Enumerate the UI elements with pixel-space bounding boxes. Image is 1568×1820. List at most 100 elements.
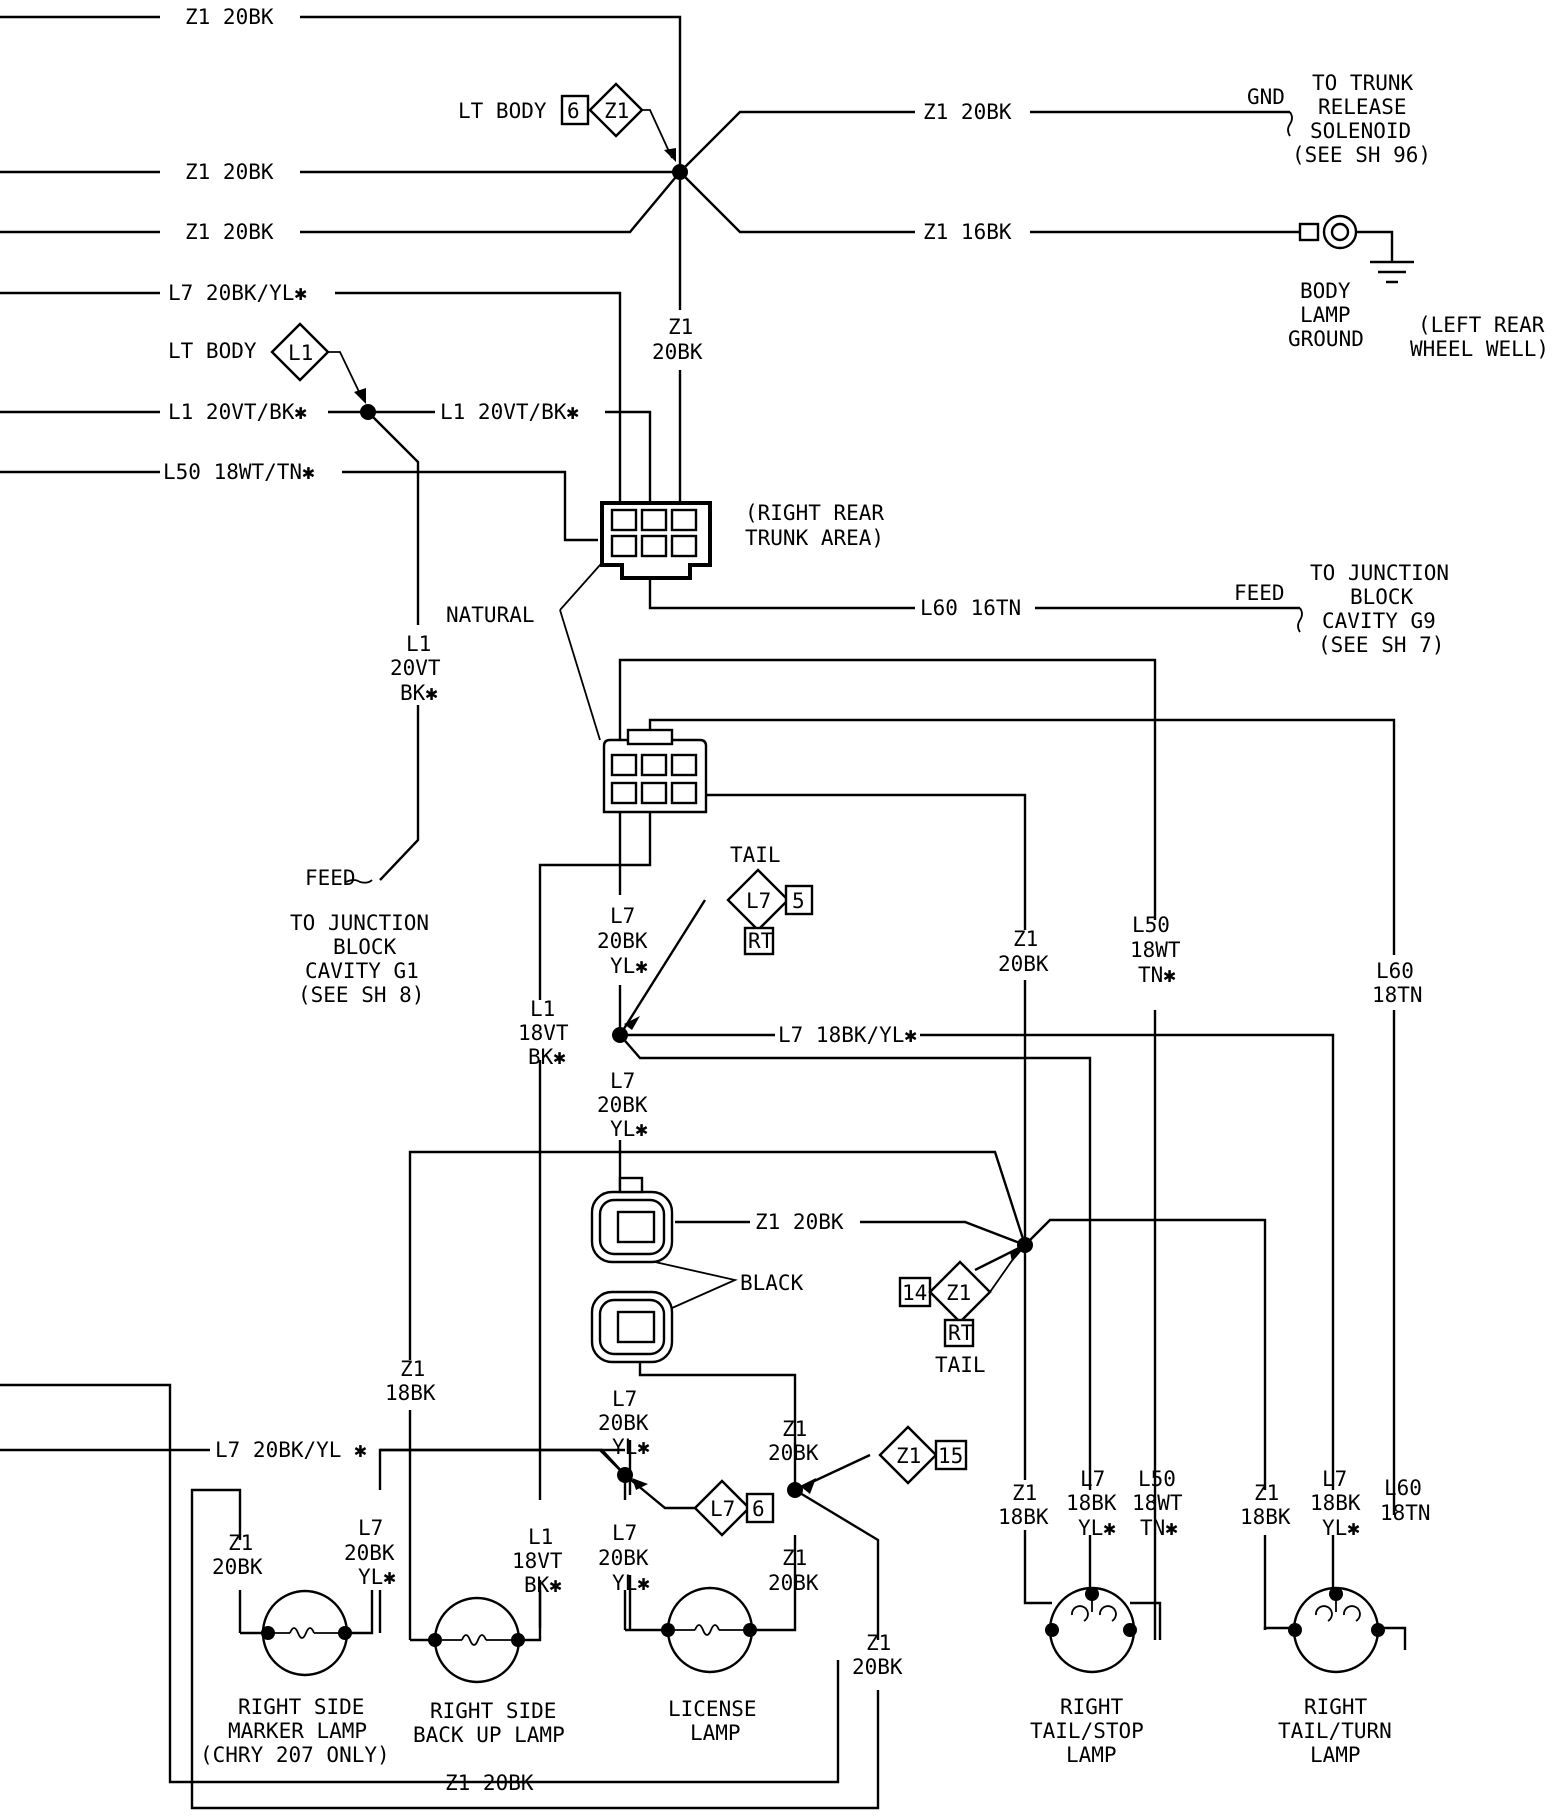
label-vertical-labels-l7: L7 [358, 1516, 383, 1540]
lamp-right-side-marker [261, 1589, 352, 1677]
label-vertical-labels-z1: Z1 [400, 1357, 425, 1381]
label-lamps-turn-3: LAMP [1310, 1743, 1361, 1767]
label-splice-labels-rt: RT [748, 929, 774, 953]
label-wires-l60-16tn: L60 16TN [920, 596, 1021, 620]
label-splice-labels-tail: TAIL [935, 1353, 986, 1377]
label-vertical-labels-tn18: 18TN [1380, 1501, 1431, 1525]
lamp-right-tail-turn [1288, 1586, 1385, 1674]
label-splice-labels-lt-body: LT BODY [458, 99, 547, 123]
label-destinations-wheel-2: WHEEL WELL) [1410, 337, 1549, 361]
label-vertical-labels-bk20: 20BK [598, 1546, 649, 1570]
label-lamps-stop-3: LAMP [1066, 1743, 1117, 1767]
label-destinations-jbg1-4: (SEE SH 8) [298, 983, 424, 1007]
label-destinations-jbg9-2: BLOCK [1350, 585, 1414, 609]
label-vertical-labels-bk18: 18BK [1066, 1491, 1117, 1515]
label-lamps-stop-2: TAIL/STOP [1030, 1719, 1144, 1743]
label-wires-l50-18wt-tn: L50 18WT/TN✱ [163, 460, 315, 484]
label-wires-z1-16bk: Z1 16BK [923, 220, 1012, 244]
label-vertical-labels-wt18: 18WT [1132, 1491, 1183, 1515]
label-destinations-jbg9-1: TO JUNCTION [1310, 561, 1449, 585]
label-vertical-labels-vt20: 20VT [390, 656, 441, 680]
label-destinations-feed: FEED [305, 866, 356, 890]
label-destinations-ground-2: LAMP [1300, 303, 1351, 327]
label-vertical-labels-yl-star: YL✱ [610, 954, 648, 978]
label-vertical-labels-l7: L7 [612, 1521, 637, 1545]
label-vertical-labels-l60: L60 [1384, 1476, 1422, 1500]
label-wires-z1-20bk: Z1 20BK [755, 1210, 844, 1234]
label-destinations-jbg9-4: (SEE SH 7) [1318, 633, 1444, 657]
label-vertical-labels-vt18: 18VT [518, 1021, 569, 1045]
label-lamps-turn-2: TAIL/TURN [1278, 1719, 1392, 1743]
label-destinations-trunk-2: RELEASE [1318, 95, 1407, 119]
label-wires-z1-20bk: Z1 20BK [185, 160, 274, 184]
label-splice-labels-n6: 6 [752, 1497, 765, 1521]
label-vertical-labels-z1: Z1 [782, 1417, 807, 1441]
label-vertical-labels-l7: L7 [610, 904, 635, 928]
label-vertical-labels-yl-star: YL✱ [610, 1117, 648, 1141]
label-destinations-trunk-1: TO TRUNK [1312, 71, 1414, 95]
label-vertical-labels-bk20: 20BK [852, 1655, 903, 1679]
label-vertical-labels-yl-star: YL✱ [1078, 1516, 1116, 1540]
label-splice-labels-z1: Z1 [604, 99, 629, 123]
label-vertical-labels-bk20: 20BK [652, 340, 703, 364]
lamp-right-side-backup [428, 1596, 525, 1684]
label-wires-z1-20bk: Z1 20BK [445, 1771, 534, 1795]
label-vertical-labels-l50: L50 [1138, 1467, 1176, 1491]
label-vertical-labels-yl-star: YL✱ [612, 1571, 650, 1595]
label-lamps-backup-1: RIGHT SIDE [430, 1699, 556, 1723]
label-splice-labels-z1: Z1 [896, 1444, 921, 1468]
label-vertical-labels-z1: Z1 [782, 1546, 807, 1570]
natural-connector-bottom: NATURAL [446, 603, 708, 814]
label-vertical-labels-z1: Z1 [1012, 1481, 1037, 1505]
label-lamps-marker-1: RIGHT SIDE [238, 1695, 364, 1719]
label-splice-labels-rt: RT [948, 1321, 974, 1345]
label-vertical-labels-tn-star: TN✱ [1138, 963, 1176, 987]
label-vertical-labels-bk18: 18BK [1310, 1491, 1361, 1515]
label-vertical-labels-bk-star: BK✱ [400, 681, 438, 705]
label-vertical-labels-l7: L7 [610, 1069, 635, 1093]
label-vertical-labels-l7: L7 [612, 1387, 637, 1411]
label-connectors-black: BLACK [740, 1271, 804, 1295]
wire-labels: Z1 20BK Z1 20BK Z1 20BK Z1 20BK Z1 16BK … [163, 5, 1021, 1795]
label-wires-l1-20vt-bk: L1 20VT/BK✱ [168, 400, 307, 424]
label-vertical-labels-z1: Z1 [866, 1631, 891, 1655]
black-connector-pair: BLACK [590, 1176, 804, 1364]
label-vertical-labels-bk-star: BK✱ [524, 1573, 562, 1597]
lamp-license [661, 1586, 757, 1674]
label-destinations-trunk-3: SOLENOID [1310, 119, 1411, 143]
label-vertical-labels-tn-star: TN✱ [1140, 1516, 1178, 1540]
splice-tags: LT BODY 6 Z1 LT BODY L1 TAIL L7 5 RT 14 … [168, 82, 1024, 1537]
label-connectors-right-rear-1: (RIGHT REAR [745, 501, 884, 525]
label-vertical-labels-l1: L1 [406, 632, 431, 656]
label-vertical-labels-l7: L7 [1322, 1467, 1347, 1491]
label-splice-labels-l7: L7 [746, 889, 771, 913]
label-connectors-natural: NATURAL [446, 603, 535, 627]
label-vertical-labels-yl-star: YL✱ [612, 1435, 650, 1459]
label-vertical-labels-bk20: 20BK [597, 929, 648, 953]
ground-symbol [1298, 214, 1414, 284]
label-vertical-labels-yl-star: YL✱ [1322, 1516, 1360, 1540]
label-lamps-turn-1: RIGHT [1304, 1695, 1368, 1719]
label-splice-labels-l7: L7 [710, 1497, 735, 1521]
label-wires-l7-18bk-yl: L7 18BK/YL✱ [778, 1023, 917, 1047]
label-destinations-jbg1-3: CAVITY G1 [305, 959, 419, 983]
label-splice-labels-tail: TAIL [730, 843, 781, 867]
label-vertical-labels-bk20: 20BK [998, 952, 1049, 976]
label-destinations-jbg1-1: TO JUNCTION [290, 911, 429, 935]
label-destinations-gnd: GND [1247, 85, 1285, 109]
label-destinations-ground-1: BODY [1300, 279, 1351, 303]
label-splice-labels-n6: 6 [567, 99, 580, 123]
label-vertical-labels-vt18: 18VT [512, 1549, 563, 1573]
label-lamps-stop-1: RIGHT [1060, 1695, 1124, 1719]
label-wires-l7-20bk-yl-b: L7 20BK/YL ✱ [215, 1438, 367, 1462]
wires [0, 15, 1407, 1810]
label-destinations-feed: FEED [1234, 581, 1285, 605]
label-lamps-marker-3: (CHRY 207 ONLY) [200, 1743, 390, 1767]
label-lamps-license-2: LAMP [690, 1721, 741, 1745]
label-destinations-wheel-1: (LEFT REAR [1418, 313, 1545, 337]
label-lamps-backup-2: BACK UP LAMP [413, 1723, 565, 1747]
label-vertical-labels-z1: Z1 [228, 1531, 253, 1555]
label-vertical-labels-z1: Z1 [1013, 927, 1038, 951]
lamp-right-tail-stop [1045, 1586, 1137, 1674]
